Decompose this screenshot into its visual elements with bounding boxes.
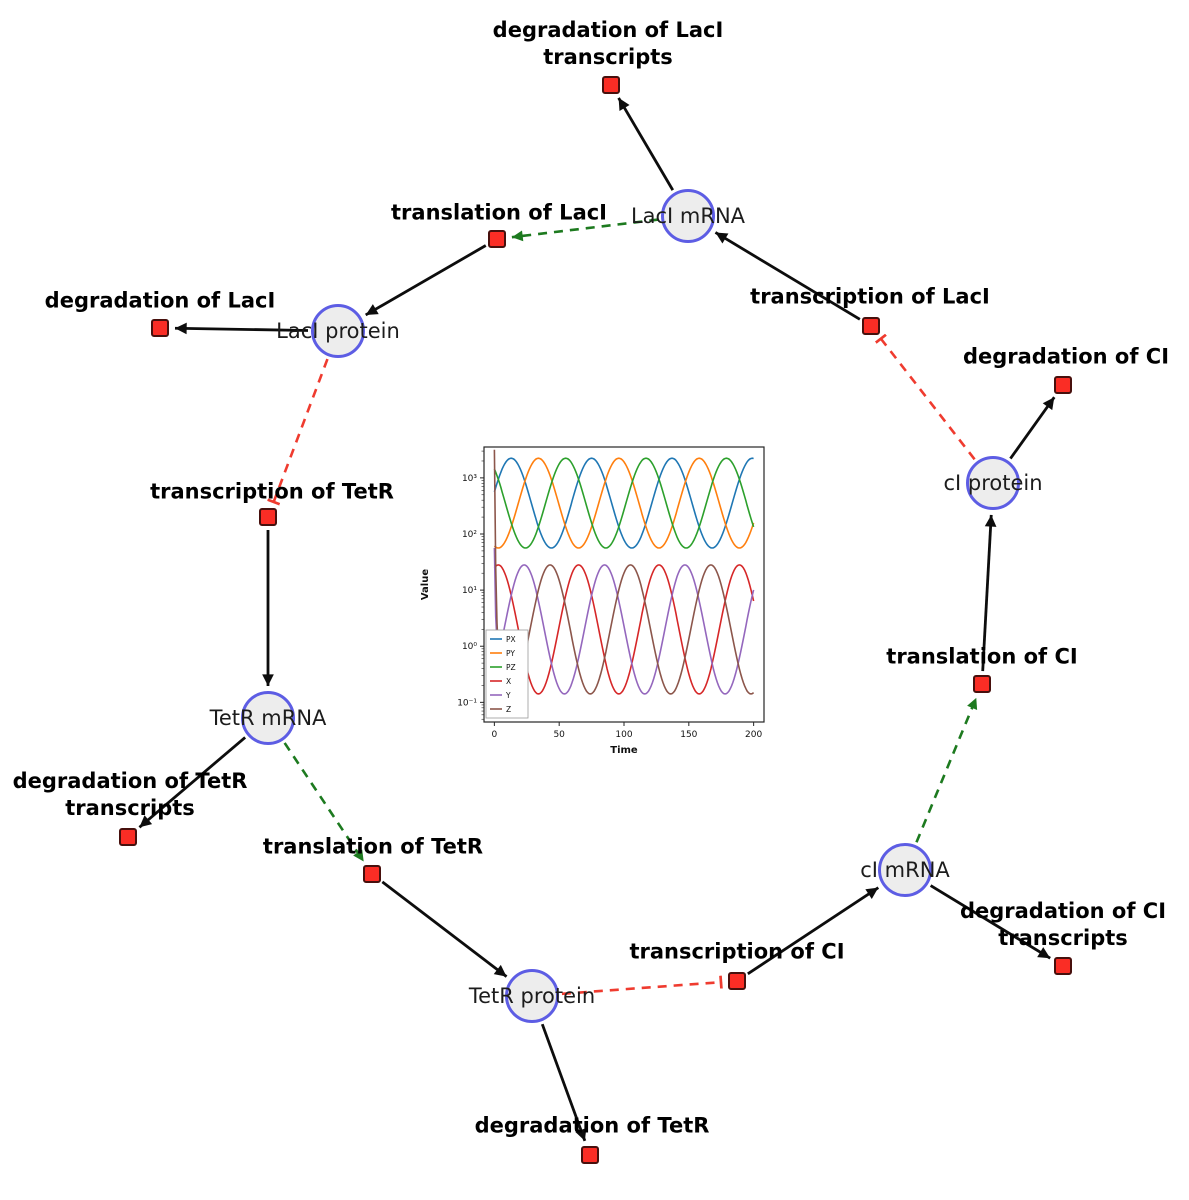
- reaction-node-transcription-ci[interactable]: [728, 972, 746, 990]
- y-tick-label: 10⁻¹: [457, 698, 477, 708]
- series-Y: [493, 547, 755, 695]
- reaction-node-translation-laci[interactable]: [488, 230, 506, 248]
- edge-inhibition: [267, 358, 329, 506]
- legend-label: PY: [506, 649, 515, 658]
- edge-consumption: [617, 97, 675, 191]
- reaction-node-degradation-laci[interactable]: [151, 319, 169, 337]
- species-label: cI protein: [943, 471, 1043, 495]
- edge-inhibition: [874, 333, 976, 461]
- species-label: cI mRNA: [860, 858, 950, 882]
- legend-label: PX: [506, 635, 516, 644]
- edge-production: [381, 880, 508, 978]
- species-node-tetr-protein[interactable]: TetR protein: [469, 969, 595, 1023]
- reaction-label: degradation of TetR: [474, 1113, 710, 1138]
- edge-production: [981, 514, 997, 672]
- reaction-label: translation of TetR: [262, 834, 484, 859]
- x-axis-label: Time: [610, 745, 638, 756]
- species-node-laci-mrna[interactable]: LacI mRNA: [631, 189, 745, 243]
- reaction-node-transcription-tetr[interactable]: [259, 508, 277, 526]
- reaction-node-degradation-ci-transcripts[interactable]: [1054, 957, 1072, 975]
- reaction-label: degradation of CI: [962, 344, 1170, 369]
- edge-consumption: [929, 884, 1051, 960]
- edge-catalysis: [511, 218, 659, 242]
- edge-consumption: [138, 736, 247, 829]
- series-X: [493, 564, 755, 695]
- reaction-label: translation of CI: [886, 644, 1078, 669]
- species-label: TetR mRNA: [209, 706, 327, 730]
- reaction-node-translation-tetr[interactable]: [363, 865, 381, 883]
- y-tick-label: 10²: [462, 530, 477, 540]
- edge-consumption: [1009, 396, 1056, 460]
- reaction-node-degradation-tetr-transcripts[interactable]: [119, 828, 137, 846]
- species-node-laci-protein[interactable]: LacI protein: [276, 304, 400, 358]
- x-tick-label: 100: [615, 730, 632, 740]
- legend-label: PZ: [506, 663, 516, 672]
- reaction-label: transcription of TetR: [150, 479, 394, 504]
- edge-production: [747, 886, 880, 976]
- series-Z: [493, 449, 755, 695]
- reaction-node-degradation-ci[interactable]: [1054, 376, 1072, 394]
- legend-label: Z: [506, 705, 511, 714]
- species-node-ci-mrna[interactable]: cI mRNA: [860, 843, 950, 897]
- series-PX: [493, 457, 754, 549]
- reaction-label: transcription of CI: [629, 939, 845, 964]
- legend-label: Y: [505, 691, 511, 700]
- reaction-node-transcription-laci[interactable]: [862, 317, 880, 335]
- legend-label: X: [506, 677, 511, 686]
- edge-catalysis: [915, 697, 978, 843]
- edge-production: [714, 231, 861, 321]
- y-tick-label: 10⁰: [462, 642, 477, 652]
- edge-catalysis: [283, 742, 365, 863]
- edge-consumption: [174, 322, 309, 335]
- reaction-label: degradation of LacI: [44, 288, 276, 313]
- y-axis-label: Value: [420, 569, 431, 600]
- reaction-label: transcription of LacI: [750, 284, 990, 309]
- reaction-node-degradation-laci-transcripts[interactable]: [602, 76, 620, 94]
- y-tick-label: 10³: [462, 474, 477, 484]
- species-node-ci-protein[interactable]: cI protein: [943, 456, 1043, 510]
- reaction-node-translation-ci[interactable]: [973, 675, 991, 693]
- reaction-label: translation of LacI: [391, 200, 607, 225]
- series-PY: [493, 457, 755, 549]
- edge-consumption: [540, 1023, 587, 1142]
- species-node-tetr-mrna[interactable]: TetR mRNA: [210, 691, 326, 745]
- reaction-node-degradation-tetr[interactable]: [581, 1146, 599, 1164]
- edge-inhibition: [561, 975, 723, 996]
- x-tick-label: 150: [680, 730, 697, 740]
- legend-box: [485, 629, 529, 719]
- x-tick-label: 50: [553, 730, 565, 740]
- x-tick-label: 200: [745, 730, 762, 740]
- edge-production: [364, 244, 487, 317]
- series-PZ: [493, 457, 755, 549]
- species-label: LacI protein: [276, 319, 400, 343]
- species-label: LacI mRNA: [630, 204, 746, 228]
- x-tick-label: 0: [492, 730, 498, 740]
- species-label: TetR protein: [468, 984, 596, 1008]
- y-tick-label: 10¹: [462, 586, 477, 596]
